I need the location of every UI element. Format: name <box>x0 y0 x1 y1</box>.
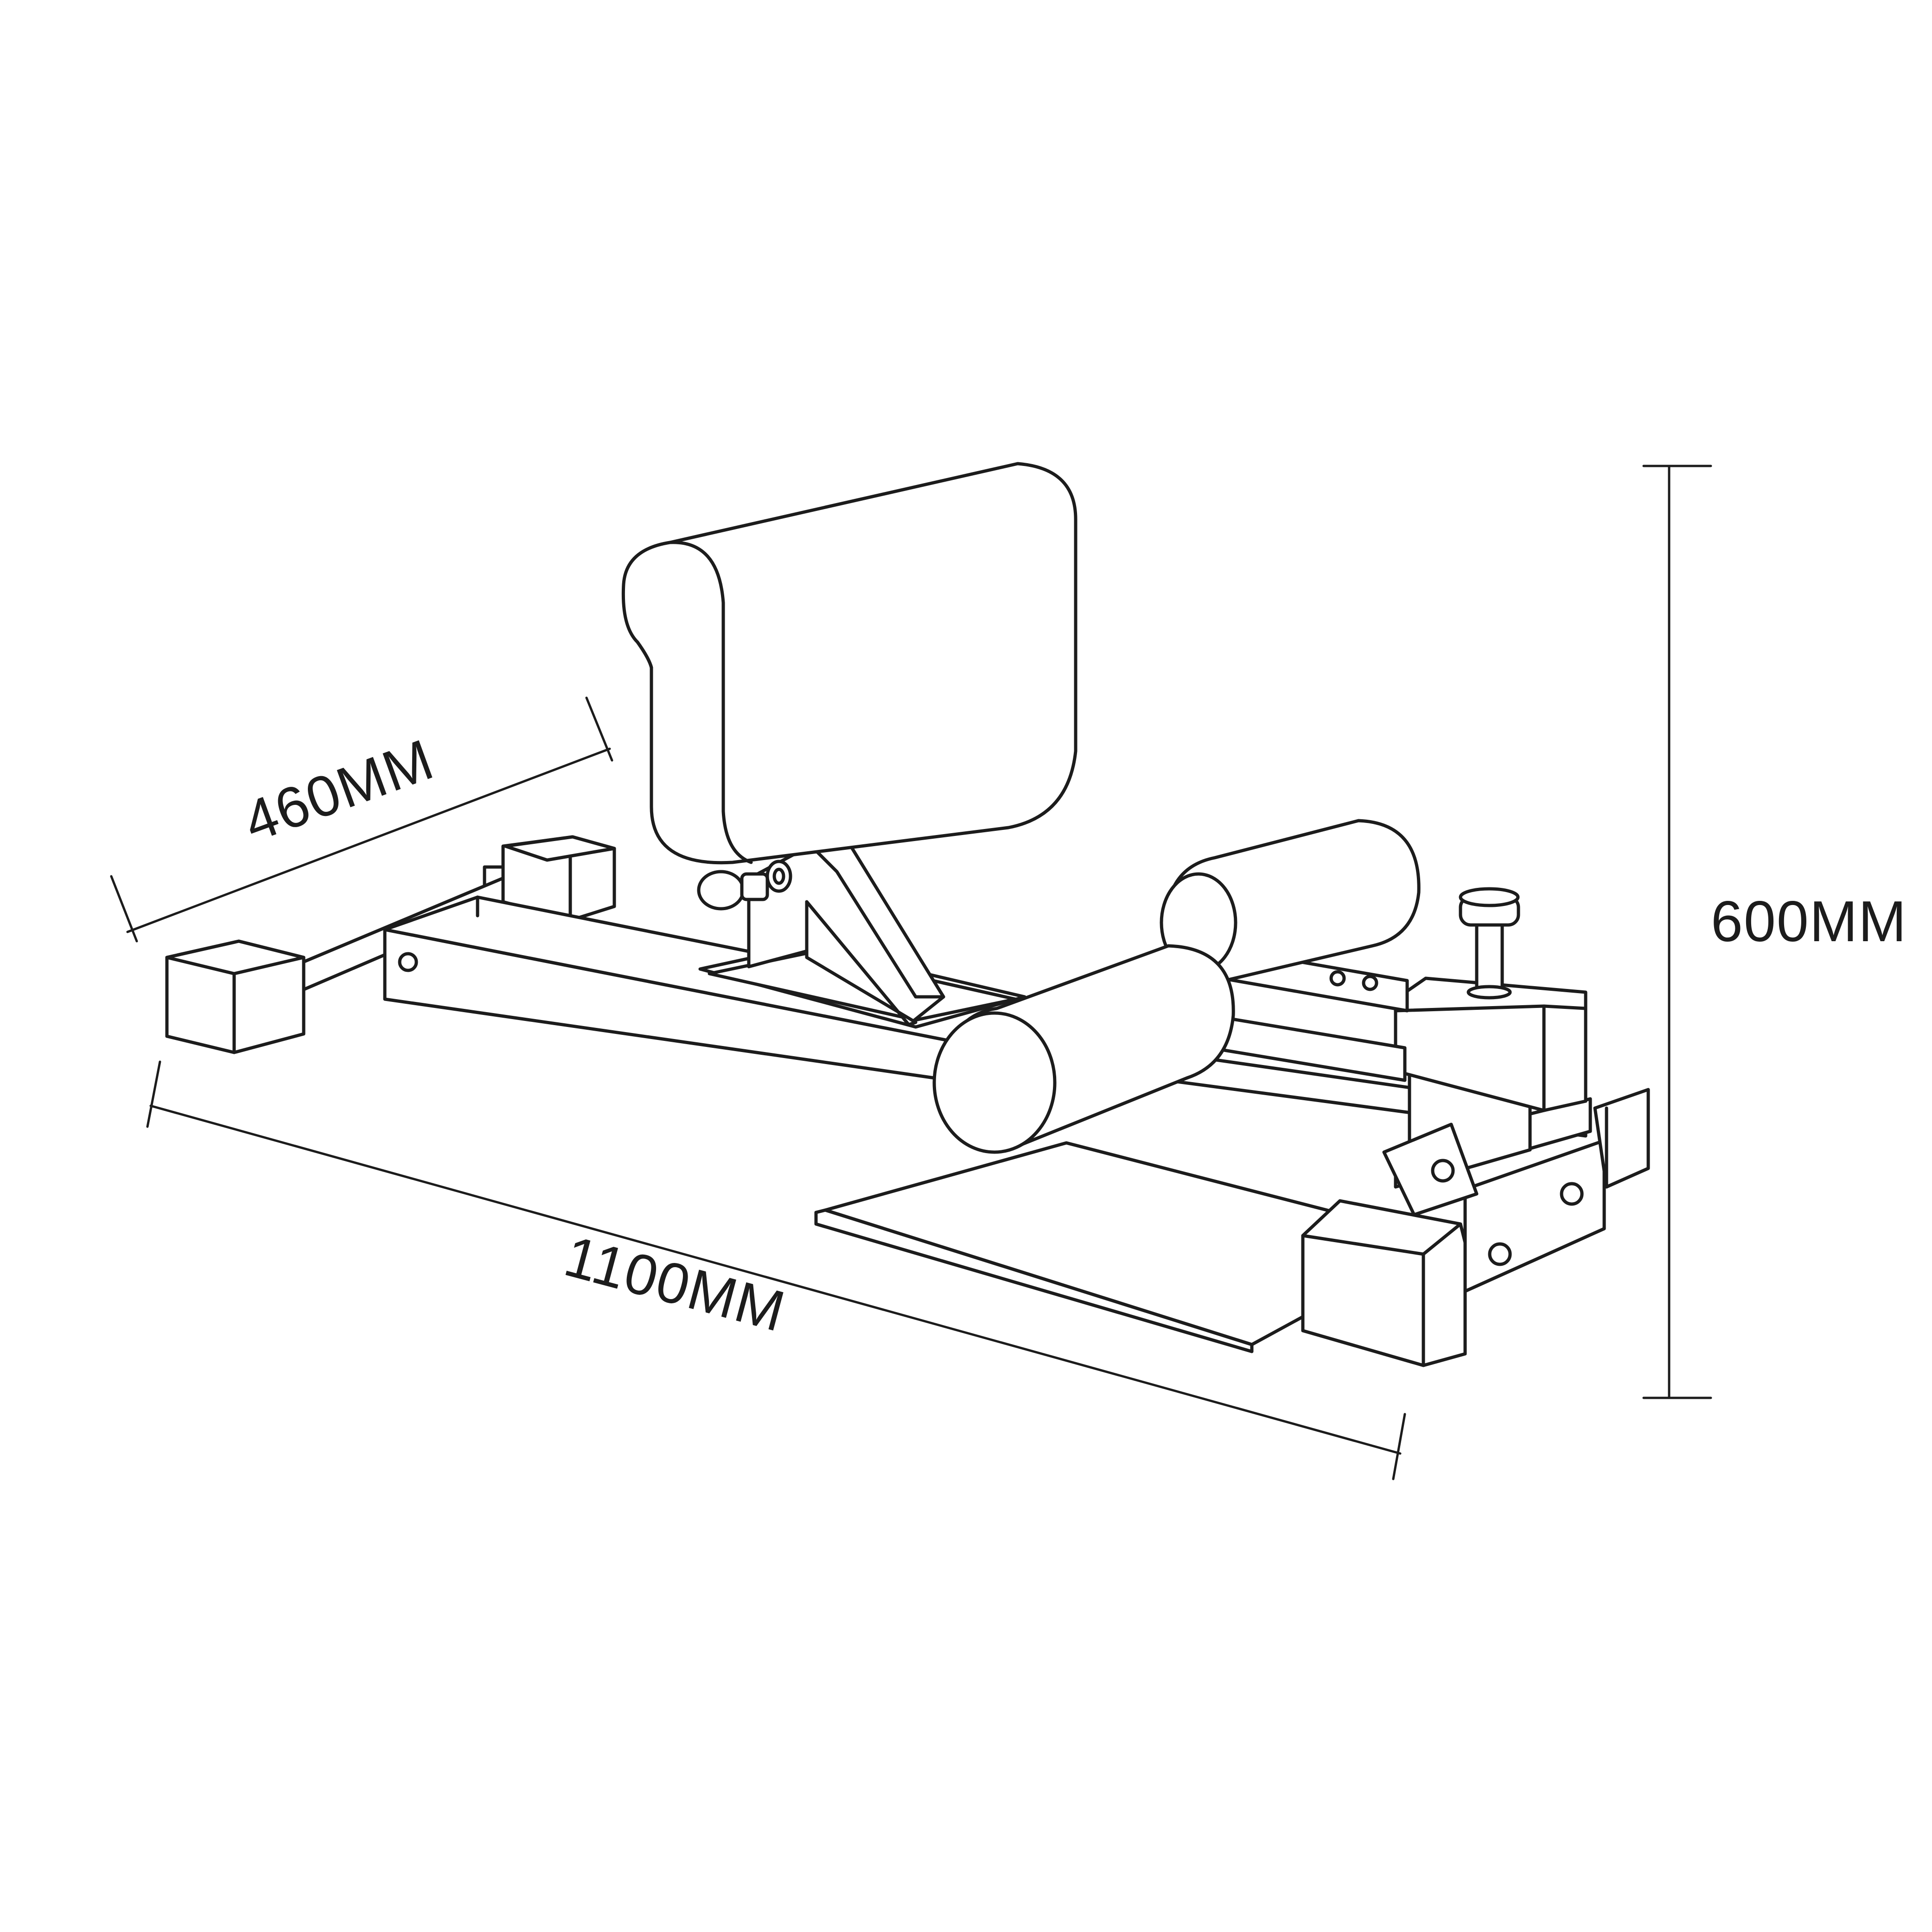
seat-post <box>698 842 1027 1029</box>
front-upright <box>1382 887 1588 1217</box>
adjustment-knob-icon[interactable] <box>1459 887 1520 1000</box>
height-label: 600MM <box>1711 890 1907 954</box>
foot-plate <box>814 1141 1356 1353</box>
rear-leg-roller[interactable] <box>1160 819 1421 985</box>
length-label: 1100MM <box>558 1224 792 1344</box>
seat-pivot-knob-icon[interactable] <box>697 860 792 911</box>
bolt-hole-icon <box>1560 1182 1584 1206</box>
bolt-hole-icon <box>398 952 418 972</box>
bolt-hole-icon <box>1488 1242 1512 1266</box>
squat-machine <box>165 462 1650 1367</box>
bolt-hole-icon <box>1362 975 1378 991</box>
seat-back-pad[interactable] <box>621 462 1078 865</box>
front-leg-roller[interactable] <box>932 944 1235 1154</box>
dimension-height: 600MM <box>1642 465 1907 1399</box>
bolt-hole-icon <box>1431 1159 1455 1183</box>
bolt-hole-icon <box>1329 970 1346 987</box>
rear-cross-bar <box>165 835 616 1054</box>
depth-label: 460MM <box>236 727 442 854</box>
